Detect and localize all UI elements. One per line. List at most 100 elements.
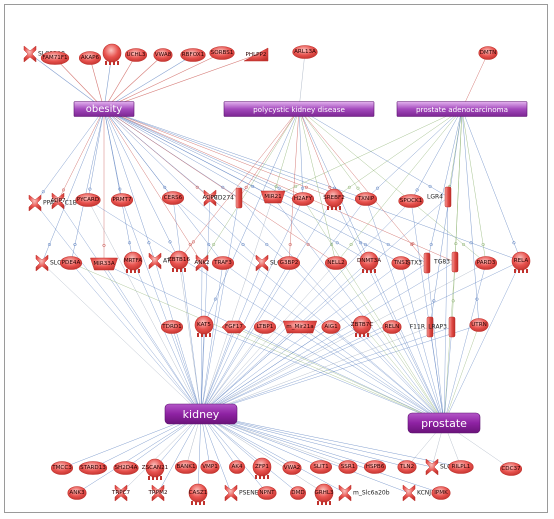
edge-marker	[328, 185, 332, 189]
gene-node-dmd[interactable]: DMD	[290, 486, 306, 500]
gene-node-zbtb16[interactable]: ZBTB16	[168, 250, 190, 272]
gene-node-kcnj15[interactable]: KCNJ15	[402, 484, 439, 502]
gene-node-hspb6[interactable]: HSPB6	[363, 460, 387, 474]
gene-node-fam71f1[interactable]: FAM71F1	[40, 51, 70, 65]
gene-node-uchl3[interactable]: UCHL3	[124, 48, 148, 62]
gene-node-aqp7[interactable]: AQP7	[50, 192, 66, 210]
gene-node-ank3[interactable]: ANK3	[67, 486, 87, 500]
gene-node-npnt[interactable]: NPNT	[257, 486, 277, 500]
gene-node-cd274[interactable]: CD274	[214, 187, 243, 209]
gene-node-bank1[interactable]: BANK1	[174, 460, 198, 474]
gene-shape-foot	[325, 501, 327, 505]
gene-node-pycard[interactable]: PYCARD	[75, 193, 101, 207]
gene-node-spock1[interactable]: SPOCK1	[398, 194, 424, 208]
gene-node-cers6[interactable]: CERS6	[161, 191, 185, 205]
gene-node-trpm2[interactable]: TRPM2	[147, 484, 168, 502]
gene-node-ipmk[interactable]: IPMK	[431, 486, 451, 500]
gene-node-m_mir21a[interactable]: m_Mir21a	[282, 320, 318, 334]
gene-node-tdrd1[interactable]: TDRD1	[160, 320, 184, 334]
gene-node-sh2d4a[interactable]: SH2D4A	[113, 461, 139, 475]
organ-box	[164, 403, 238, 425]
gene-node-nell2[interactable]: NELL2	[324, 256, 348, 270]
gene-node-rela[interactable]: RELA	[511, 251, 531, 273]
gene-node-akap6[interactable]: AKAP6	[78, 51, 102, 65]
edge-obesity-TRAF3	[103, 108, 224, 264]
gene-node-phlpp2[interactable]: PHLPP2	[243, 47, 269, 62]
gene-node-pde4a[interactable]: PDE4A	[59, 256, 83, 270]
disease-node-obesity[interactable]: obesity	[73, 101, 135, 117]
gene-label: DMTN	[480, 50, 497, 56]
edge-kidney-TXNIP	[200, 198, 367, 415]
organ-node-prostate[interactable]: prostate	[407, 412, 481, 434]
edge-obesity-UCHL3	[103, 54, 137, 110]
edge-kidney-G3BP2	[200, 262, 290, 415]
edge-obesity-NELL2	[103, 108, 337, 264]
gene-node-trpc7[interactable]: TRPC7	[111, 484, 131, 502]
gene-node-m_slc6a20b[interactable]: m_Slc6a20b	[338, 484, 390, 502]
gene-node-vmp1[interactable]: VMP1	[200, 460, 220, 474]
gene-node-mir33a[interactable]: MIR33A	[90, 257, 118, 271]
edge-kidney-ANK2	[200, 262, 203, 415]
gene-node-casz1[interactable]: CASZ1	[189, 483, 208, 505]
gene-node-pard3[interactable]: PARD3	[474, 256, 498, 270]
gene-node-grhl3[interactable]: GRHL3	[314, 483, 334, 505]
gene-node-tg83[interactable]: TG83	[433, 251, 459, 273]
edge-pkd-STX3	[298, 108, 428, 264]
gene-node-reln[interactable]: RELN	[382, 320, 402, 334]
gene-node-ssr1[interactable]: SSR1	[338, 460, 358, 474]
edge-marker	[451, 299, 455, 303]
gene-node-arl13a[interactable]: ARL13A	[292, 45, 318, 59]
gene-label: MRTFA	[124, 258, 142, 264]
disease-node-prost-adeno[interactable]: prostate adenocarcinoma	[396, 101, 528, 117]
gene-node-stard13[interactable]: STARD13	[78, 461, 108, 475]
gene-shape	[426, 316, 434, 338]
gene-node-aig1[interactable]: AIG1	[321, 320, 341, 334]
gene-shape-foot	[172, 268, 174, 272]
edge-marker	[432, 299, 436, 303]
gene-node-lgr4[interactable]: LGR4	[427, 186, 452, 208]
gene-node-zfp1[interactable]: ZFP1	[252, 457, 272, 479]
gene-node-mrtfa[interactable]: MRTFA	[123, 251, 143, 273]
gene-node-tmcc3[interactable]: TMCC3	[50, 461, 74, 475]
gene-node-g3bp2[interactable]: G3BP2	[277, 256, 301, 270]
gene-node-ltbp1[interactable]: LTBP1	[253, 320, 277, 334]
gene-node-lrap3[interactable]: LRAP3	[428, 316, 456, 338]
organ-node-kidney[interactable]: kidney	[164, 403, 238, 425]
gene-node-rilpl1[interactable]: RILPL1	[448, 460, 474, 474]
gene-node-fgf17[interactable]: FGF17	[221, 320, 247, 334]
disease-node-pkd[interactable]: polycystic kidney disease	[223, 101, 375, 117]
gene-label: DNMT3A	[357, 258, 381, 264]
gene-node-vwa8[interactable]: VWA8	[153, 48, 173, 62]
gene-node-dmtn[interactable]: DMTN	[478, 46, 498, 60]
gene-node-dnmt3a[interactable]: DNMT3A	[357, 251, 381, 273]
gene-node-aqp9[interactable]: AQP9	[202, 189, 218, 207]
gene-node-ak4[interactable]: AK4	[229, 460, 245, 474]
gene-node-slit1[interactable]: SLIT1	[309, 460, 333, 474]
gene-node-zscan21[interactable]: ZSCAN21	[142, 458, 169, 480]
gene-node-tln2[interactable]: TLN2	[397, 460, 417, 474]
gene-node-txnip[interactable]: TXNIP	[354, 192, 378, 206]
gene-node-kat5[interactable]: KAT5	[194, 315, 214, 337]
edge-prost_adeno-TXNIP	[365, 108, 463, 200]
edge-obesity-TNS1	[103, 108, 402, 264]
gene-node-prmt7[interactable]: PRMT7	[110, 193, 134, 207]
gene-node-g_top_blank[interactable]	[102, 43, 122, 65]
gene-node-traf3[interactable]: TRAF3	[211, 256, 235, 270]
gene-node-f11r[interactable]: F11R	[410, 316, 434, 338]
gene-node-stx3[interactable]: STX3	[407, 252, 431, 274]
gene-node-mir21[interactable]: MIR21	[260, 190, 286, 204]
gene-node-vwa2[interactable]: VWA2	[282, 461, 302, 475]
gene-node-zbtb7c[interactable]: ZBTB7C	[351, 315, 373, 337]
gene-node-rbfox1[interactable]: RBFOX1	[180, 48, 206, 62]
gene-node-sorbs1[interactable]: SORBS1	[209, 46, 235, 60]
gene-node-srebf2[interactable]: SREBF2	[323, 188, 345, 210]
gene-label: HSPB6	[366, 464, 385, 470]
gene-node-ank2[interactable]: ANK2	[194, 254, 210, 272]
gene-node-cdc37[interactable]: CDC37	[499, 462, 523, 476]
gene-node-utrn[interactable]: UTRN	[469, 318, 489, 332]
gene-label: TG83	[433, 259, 450, 266]
gene-node-psenen[interactable]: PSENEN	[224, 484, 263, 502]
gene-node-tns1[interactable]: TNS1	[391, 256, 411, 270]
gene-label: RELN	[385, 324, 400, 330]
gene-node-h2afy[interactable]: H2AFY	[291, 192, 315, 206]
